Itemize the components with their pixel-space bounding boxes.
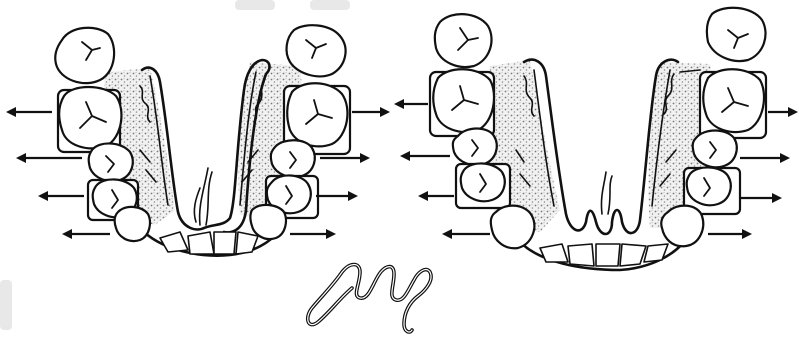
arrowhead-r-1 bbox=[380, 107, 390, 117]
right-incisor-2 bbox=[568, 244, 594, 266]
left-tooth-r5 bbox=[251, 205, 286, 239]
left-tooth-l5 bbox=[115, 207, 150, 241]
right-incisor-1 bbox=[540, 244, 568, 262]
right-tooth-r1 bbox=[707, 8, 766, 61]
right-incisor-3 bbox=[596, 244, 620, 266]
right-incisor-5 bbox=[644, 244, 668, 262]
right-rugae bbox=[601, 172, 612, 214]
left-tooth-r1 bbox=[287, 25, 346, 76]
left-incisor-1 bbox=[160, 232, 188, 252]
arrowhead-l-4 bbox=[62, 229, 72, 239]
arrowhead-rl-2 bbox=[400, 151, 410, 161]
arrowhead-l-3 bbox=[38, 191, 48, 201]
arrowhead-r-3 bbox=[348, 191, 358, 201]
arrowhead-r-2 bbox=[360, 153, 370, 163]
arrowhead-r-4 bbox=[326, 229, 336, 239]
arrowhead-rr-4 bbox=[742, 229, 752, 239]
arrowhead-rr-2 bbox=[780, 153, 790, 163]
right-tooth-l3 bbox=[453, 129, 497, 166]
arrowhead-rr-3 bbox=[772, 193, 782, 203]
left-tooth-l1 bbox=[55, 28, 114, 83]
arrowhead-rl-1 bbox=[394, 99, 404, 109]
spring-detail bbox=[308, 265, 431, 333]
right-incisor-4 bbox=[620, 244, 646, 266]
right-tooth-r5 bbox=[661, 206, 703, 247]
artifact-top-2 bbox=[310, 0, 350, 10]
left-incisor-2 bbox=[188, 232, 214, 254]
left-incisor-4 bbox=[236, 232, 258, 254]
right-tooth-l1 bbox=[435, 14, 492, 67]
arrowhead-rr-1 bbox=[788, 107, 798, 117]
spring-wire-highlight bbox=[308, 265, 431, 333]
artifact-top-1 bbox=[235, 0, 275, 10]
arrowhead-l-2 bbox=[16, 153, 26, 163]
left-tooth-l3 bbox=[89, 143, 133, 181]
left-tooth-r3 bbox=[271, 140, 315, 177]
right-tooth-l4 bbox=[461, 163, 505, 201]
left-appliance bbox=[6, 25, 390, 255]
right-appliance bbox=[394, 8, 798, 270]
spring-wire bbox=[308, 265, 431, 333]
left-rugae bbox=[194, 168, 212, 225]
left-incisor-3 bbox=[214, 232, 236, 254]
arrowhead-rl-3 bbox=[418, 191, 428, 201]
arrowhead-l-1 bbox=[6, 107, 16, 117]
arrowhead-rl-4 bbox=[442, 229, 452, 239]
right-tooth-l5 bbox=[491, 206, 535, 249]
artifact-left bbox=[0, 280, 12, 330]
